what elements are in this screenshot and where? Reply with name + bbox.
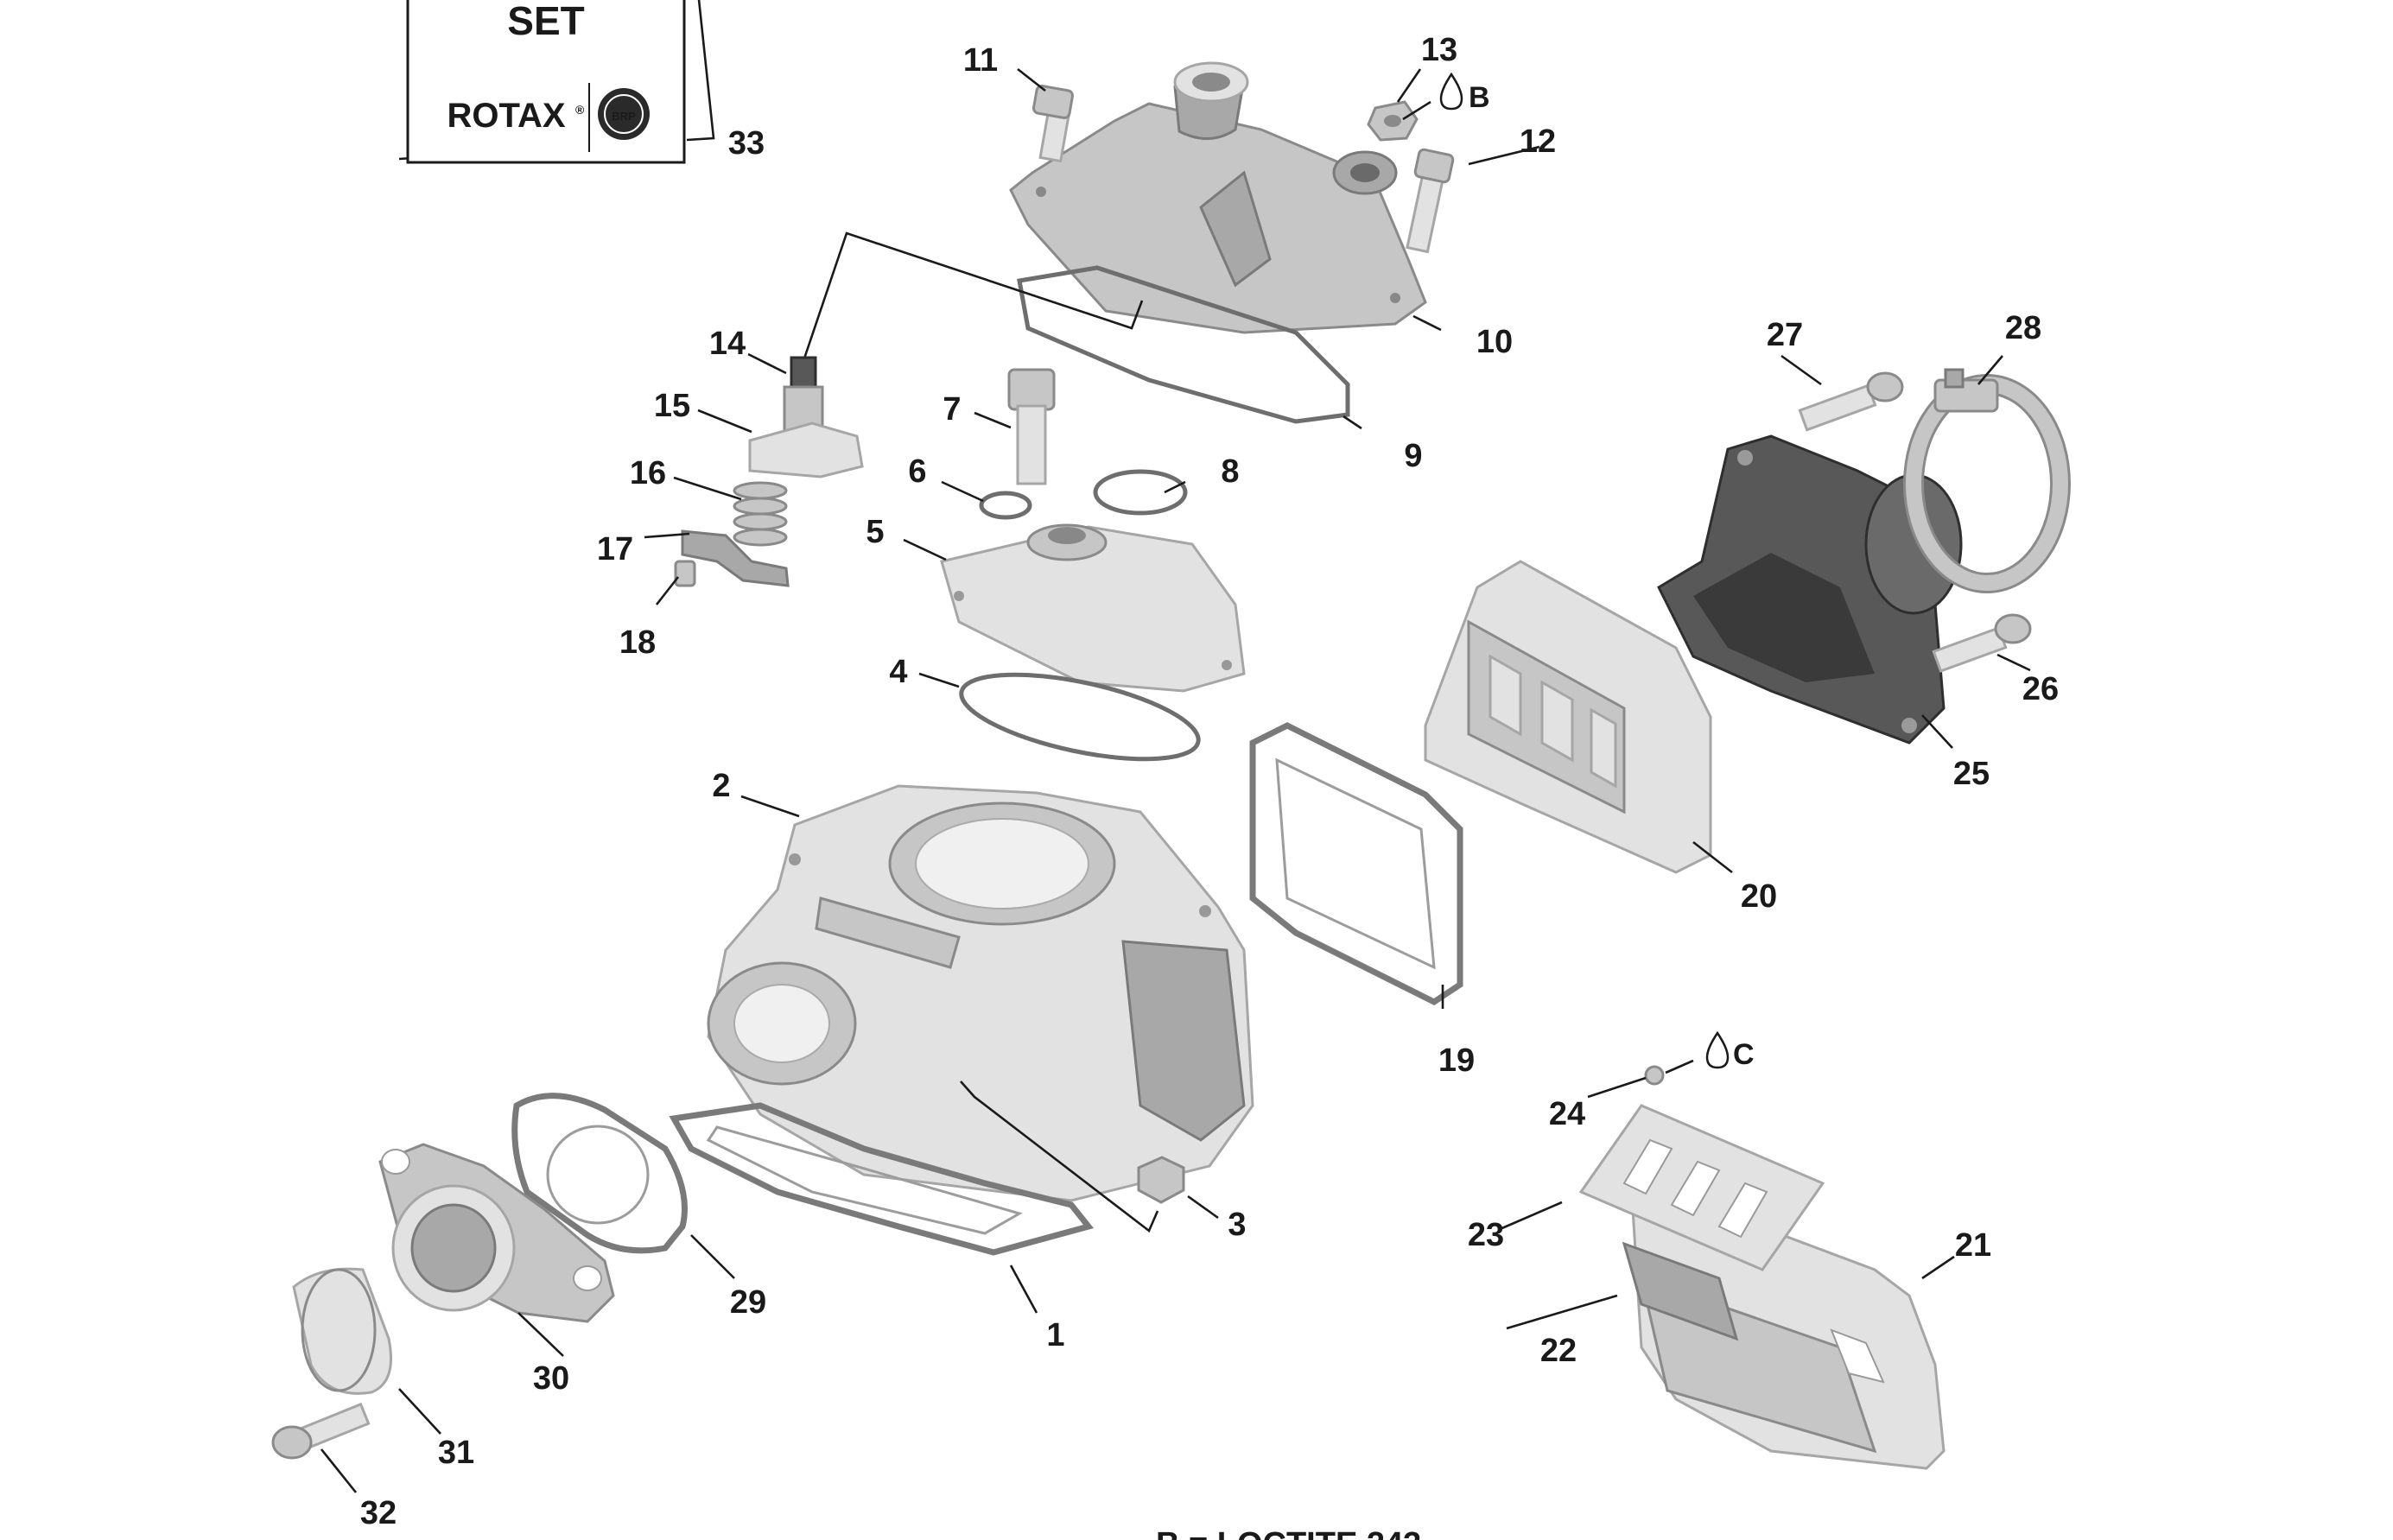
callout-24: 24 xyxy=(1549,1096,1585,1132)
cover-gasket xyxy=(1017,265,1350,424)
callout-6: 6 xyxy=(908,453,926,490)
brp-seal-text: BRP xyxy=(612,110,636,123)
exhaust-gasket-29 xyxy=(511,1093,688,1254)
callout-30: 30 xyxy=(533,1360,569,1397)
callout-31: 31 xyxy=(438,1435,474,1471)
callout-23: 23 xyxy=(1468,1217,1504,1253)
callout-8: 8 xyxy=(1221,453,1239,490)
callout-21: 21 xyxy=(1955,1227,1991,1264)
leader-nut-to-cylinder xyxy=(960,1081,1159,1233)
callout-12: 12 xyxy=(1520,124,1556,160)
bolt-27 xyxy=(1798,371,1904,432)
callout-29: 29 xyxy=(730,1284,766,1321)
cylinder-head xyxy=(940,523,1246,693)
callout-32: 32 xyxy=(360,1495,397,1531)
bolt-32 xyxy=(271,1402,371,1460)
fluid-note-c: C xyxy=(1705,1030,1755,1071)
callout-18: 18 xyxy=(619,624,656,661)
base-gasket xyxy=(669,1102,1095,1256)
screw-24 xyxy=(1644,1065,1665,1086)
bolt-7 xyxy=(1007,368,1056,485)
reed-stop-23 xyxy=(1578,1104,1825,1271)
intake-manifold-25 xyxy=(1657,434,1963,745)
oring-4 xyxy=(959,672,1201,762)
callout-4: 4 xyxy=(889,654,907,690)
nut-3 xyxy=(1137,1156,1185,1204)
callout-9: 9 xyxy=(1404,438,1422,474)
reed-petal-22 xyxy=(1622,1241,1739,1341)
exhaust-flange-30 xyxy=(378,1143,615,1323)
fluid-note-c-letter: C xyxy=(1733,1038,1755,1071)
bolt-12 xyxy=(1406,148,1455,254)
callout-25: 25 xyxy=(1953,756,1990,792)
callout-3: 3 xyxy=(1228,1207,1246,1243)
callout-26: 26 xyxy=(2022,671,2059,707)
washer-6 xyxy=(979,491,1032,520)
callout-19: 19 xyxy=(1438,1043,1475,1079)
oring-8 xyxy=(1093,469,1188,516)
callout-11: 11 xyxy=(963,42,998,79)
bolt-11 xyxy=(1031,85,1075,163)
kit-box-brand: ROTAX xyxy=(447,97,565,135)
callout-20: 20 xyxy=(1741,878,1777,915)
callout-numbers: 1 2 3 4 5 6 7 8 9 10 11 12 13 14 15 16 1… xyxy=(360,32,2059,1531)
leader-lines xyxy=(320,67,2031,1493)
callout-7: 7 xyxy=(943,391,961,428)
callout-17: 17 xyxy=(597,531,633,567)
spring-16 xyxy=(733,481,788,547)
fluid-note-b-letter: B xyxy=(1469,81,1490,114)
callout-13: 13 xyxy=(1421,32,1457,68)
kit-box: SET ROTAX ® BRP xyxy=(398,0,715,164)
bolt-26 xyxy=(1932,613,2032,673)
nut-13 xyxy=(1367,100,1419,142)
footer-legend: B = LOCTITE 243 xyxy=(1156,1526,1421,1540)
kit-box-heading: SET xyxy=(507,0,584,43)
callout-10: 10 xyxy=(1476,324,1513,360)
clamp-28 xyxy=(1903,368,2071,593)
callout-28: 28 xyxy=(2005,310,2041,346)
callout-15: 15 xyxy=(654,388,690,424)
callout-2: 2 xyxy=(712,768,730,804)
callout-14: 14 xyxy=(709,326,746,362)
valve-assembly xyxy=(674,356,864,587)
drop-icon xyxy=(1705,1030,1730,1069)
callout-5: 5 xyxy=(866,514,884,550)
drop-icon xyxy=(1439,72,1463,111)
kit-box-brand-mark: ® xyxy=(575,103,585,117)
brp-seal-icon: BRP xyxy=(598,88,650,140)
fluid-note-b: B xyxy=(1439,72,1490,114)
callout-33: 33 xyxy=(728,125,765,162)
cylinder-head-cover xyxy=(1009,61,1427,334)
callout-1: 1 xyxy=(1046,1317,1064,1353)
ring-31 xyxy=(292,1267,392,1395)
callout-22: 22 xyxy=(1540,1333,1577,1369)
reed-valve-20 xyxy=(1424,560,1712,874)
reed-gasket-19 xyxy=(1249,722,1463,1006)
leader-cover-to-valve xyxy=(802,231,1144,362)
cylinder xyxy=(707,784,1254,1202)
callout-16: 16 xyxy=(630,455,666,491)
callout-27: 27 xyxy=(1767,317,1803,353)
